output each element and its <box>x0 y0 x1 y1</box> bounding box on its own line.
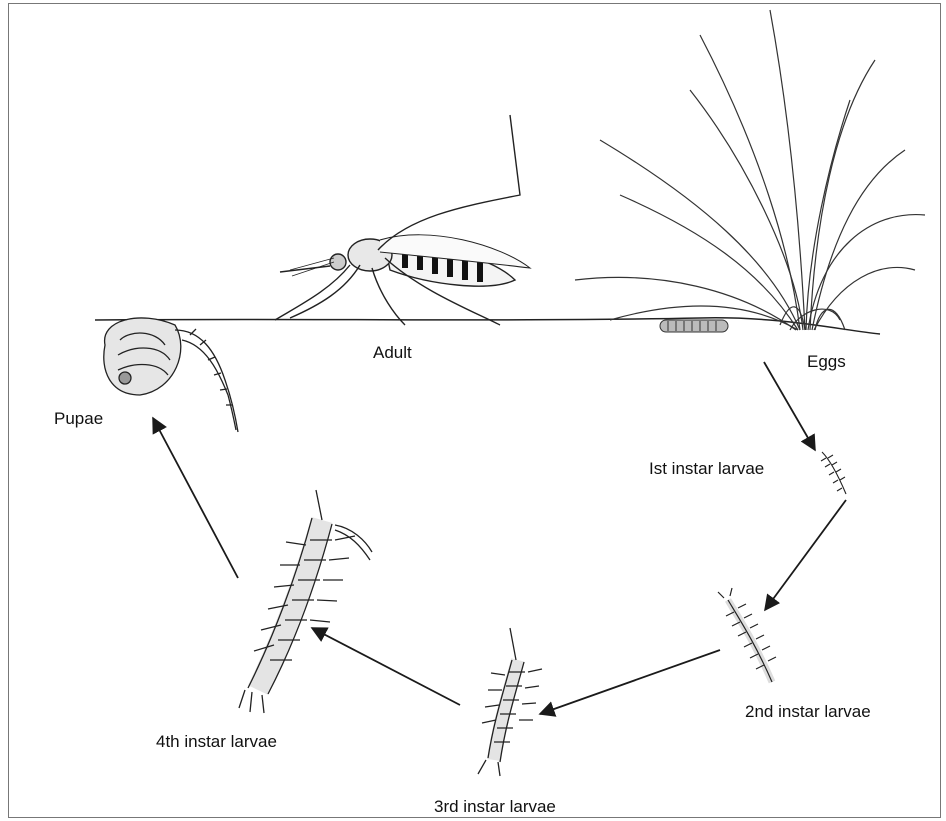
arrow-4th-instar-to-pupae <box>153 418 238 578</box>
arrow-2nd-to-3rd-instar <box>540 650 720 714</box>
arrow-3rd-to-4th-instar <box>312 628 460 705</box>
first-instar-larva-icon <box>821 452 846 494</box>
label-adult: Adult <box>373 343 412 363</box>
adult-mosquito-icon <box>275 115 530 325</box>
second-instar-larva-icon <box>718 588 776 682</box>
fourth-instar-larva-icon <box>239 490 372 713</box>
label-1st-instar-larvae: Ist instar larvae <box>649 459 764 479</box>
label-3rd-instar-larvae: 3rd instar larvae <box>434 797 556 817</box>
label-pupae: Pupae <box>54 409 103 429</box>
arrow-eggs-to-1st-instar <box>764 362 815 450</box>
third-instar-larva-icon <box>478 628 542 776</box>
label-2nd-instar-larvae: 2nd instar larvae <box>745 702 871 722</box>
water-surface-line <box>95 318 880 334</box>
label-eggs: Eggs <box>807 352 846 372</box>
grass-icon <box>575 10 925 330</box>
pupa-icon <box>104 318 238 432</box>
label-4th-instar-larvae: 4th instar larvae <box>156 732 277 752</box>
eggs-raft-icon <box>660 320 728 332</box>
arrow-1st-to-2nd-instar <box>765 500 846 610</box>
